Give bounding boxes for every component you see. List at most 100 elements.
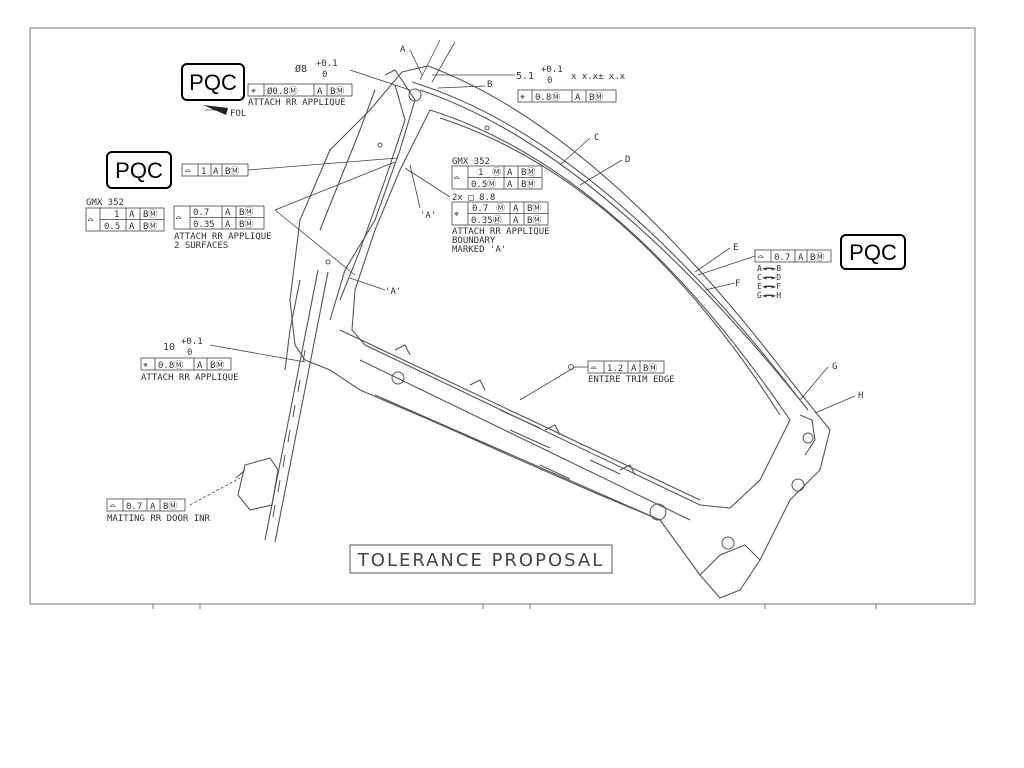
seal-slots [272,349,306,518]
callout-slot-dimension: 5.1 +0.1 0 x x.x± x.x ⌖ 0.8Ⓜ A BⓂ [516,65,626,103]
callout-gmx-center: GMX 352 ⌓ 1 Ⓜ A BⓂ 0.5Ⓜ A BⓂ 2x □ 8.8 ⌖ … [451,157,550,255]
row4-datum-b: BⓂ [527,215,541,226]
dim-tol-plus: +0.1 [181,337,203,347]
fcf-datum-a: A [150,502,156,512]
row1-datum-a: A [507,168,513,178]
profile-symbol: ⌓ [176,214,182,224]
callout-two-surfaces: ⌓ 0.7 A BⓂ 0.35 A BⓂ ATTACH RR APPLIQUE … [173,205,272,251]
dim-tol-zero: 0 [322,70,327,80]
feature-control-frame [517,89,617,103]
fcf-symbol: ⌓ [591,364,597,374]
row1-modifier: Ⓜ [492,167,501,178]
fcf-datum-b: BⓂ [210,360,224,371]
fcf-tolerance: 1 [201,167,206,177]
callout-trim-edge: ⌓ 1.2 A BⓂ ENTIRE TRIM EDGE [568,360,675,385]
pqc-badge-top-left: PQC [181,63,245,101]
row4-tolerance: 0.35Ⓜ [471,215,502,226]
row1-tolerance: 1 [114,210,119,220]
row2-tolerance: 0.5Ⓜ [471,179,496,190]
fcf-datum-b: BⓂ [643,363,657,374]
fcf-datum-a: A [213,167,219,177]
fcf-datum-b: BⓂ [163,501,177,512]
row2-tolerance: 0.5 [104,222,120,232]
pair-g-h: G◄━►H [757,291,781,300]
fcf-datum-a: A [631,364,637,374]
row2-datum-a: A [507,180,513,190]
datum-label-e: E [733,243,738,253]
row2-datum-b: BⓂ [143,221,157,232]
pqc-label: PQC [849,240,897,265]
fcf-symbol: ⌓ [185,167,191,177]
profile-symbol: ⌓ [454,174,460,184]
fcf-datum-a: A [197,361,203,371]
callout-gmx-left: GMX 352 ⌓ 1 A BⓂ 0.5 A BⓂ [85,198,165,232]
note-line-2: 2 SURFACES [174,241,228,251]
row1-datum-a: A [129,210,135,220]
datum-label-f: F [735,279,740,289]
datum-label-b: B [487,80,492,90]
callout-note: MAITING RR DOOR INR [107,514,211,524]
fcf-datum-b: BⓂ [330,86,344,97]
fcf-tolerance: Ø0.8Ⓜ [267,86,298,97]
feature-control-frame [181,163,249,177]
feature-control-frame [106,498,186,512]
leader-lines [189,39,856,506]
datum-labels: A B C D E F G H 'A' 'A' [385,45,863,401]
note-line-3: MARKED 'A' [452,245,506,255]
dim-value: 10 [163,342,175,353]
composite-frame-upper [451,165,543,190]
row2-datum-b: BⓂ [521,179,535,190]
profile-symbol: ⌓ [88,216,94,226]
row1-datum-a: A [225,208,231,218]
dim-suffix: x x.x± x.x [571,72,626,82]
fcf-symbol: ⌖ [143,361,148,371]
composite-frame [173,205,265,230]
datum-label-g: G [832,362,837,372]
feature-control-frame [587,360,665,374]
row2-tolerance: 0.35 [193,220,215,230]
pair-a-b: A◄━►B [757,264,781,273]
datum-label-c: C [594,133,599,143]
fcf-datum-b: BⓂ [810,252,824,263]
feature-control-frame [247,83,353,97]
datum-label-a: A [400,45,406,55]
gmx-label: GMX 352 [452,157,490,167]
datum-label-d: D [625,155,630,165]
mounting-holes [325,88,814,550]
row2-datum-b: BⓂ [239,219,253,230]
row2-datum-a: A [129,222,135,232]
note-line-1: ATTACH RR APPLIQUE [452,227,550,237]
row1-datum-b: BⓂ [239,207,253,218]
row3-modifier: Ⓜ [496,203,505,214]
feature-control-frame [140,357,232,371]
callout-note: ENTIRE TRIM EDGE [588,375,675,385]
row1-tolerance: 0.7 [193,208,209,218]
callout-attach-left-mid: 10 +0.1 0 ⌖ 0.8Ⓜ A BⓂ ATTACH RR APPLIQUE [140,337,239,383]
feature-control-frame [754,249,832,263]
fcf-symbol: ⌓ [110,502,116,512]
gmx-label: GMX 352 [86,198,124,208]
pair-e-f: E◄━►F [757,282,781,291]
fcf-datum-b: BⓂ [589,92,603,103]
composite-frame-lower [451,201,549,226]
dim-tol-plus: +0.1 [541,65,563,75]
position-symbol: ⌖ [454,210,459,220]
fcf-tolerance: 0.7 [126,502,142,512]
note-line-1: ATTACH RR APPLIQUE [174,232,272,242]
row1-datum-b: BⓂ [143,209,157,220]
fol-label: FOL [230,109,246,119]
row1-datum-b: BⓂ [521,167,535,178]
fcf-datum-b: BⓂ [225,166,239,177]
pqc-badge-right: PQC [840,234,906,270]
note-line-2: BOUNDARY [452,236,496,246]
dim-tol-plus: +0.1 [316,59,338,69]
composite-frame [85,207,165,232]
fcf-datum-a: A [575,93,581,103]
hole-spec: 2x □ 8.8 [452,193,495,203]
callout-door-inner: ⌓ 0.7 A BⓂ MAITING RR DOOR INR [106,498,211,524]
drawing-title: TOLERANCE PROPOSAL [357,550,604,571]
fcf-tolerance: 1.2 [607,364,623,374]
fcf-datum-a: A [317,87,323,97]
callout-note: ATTACH RR APPLIQUE [248,98,346,108]
fcf-symbol: ⌖ [251,87,256,97]
